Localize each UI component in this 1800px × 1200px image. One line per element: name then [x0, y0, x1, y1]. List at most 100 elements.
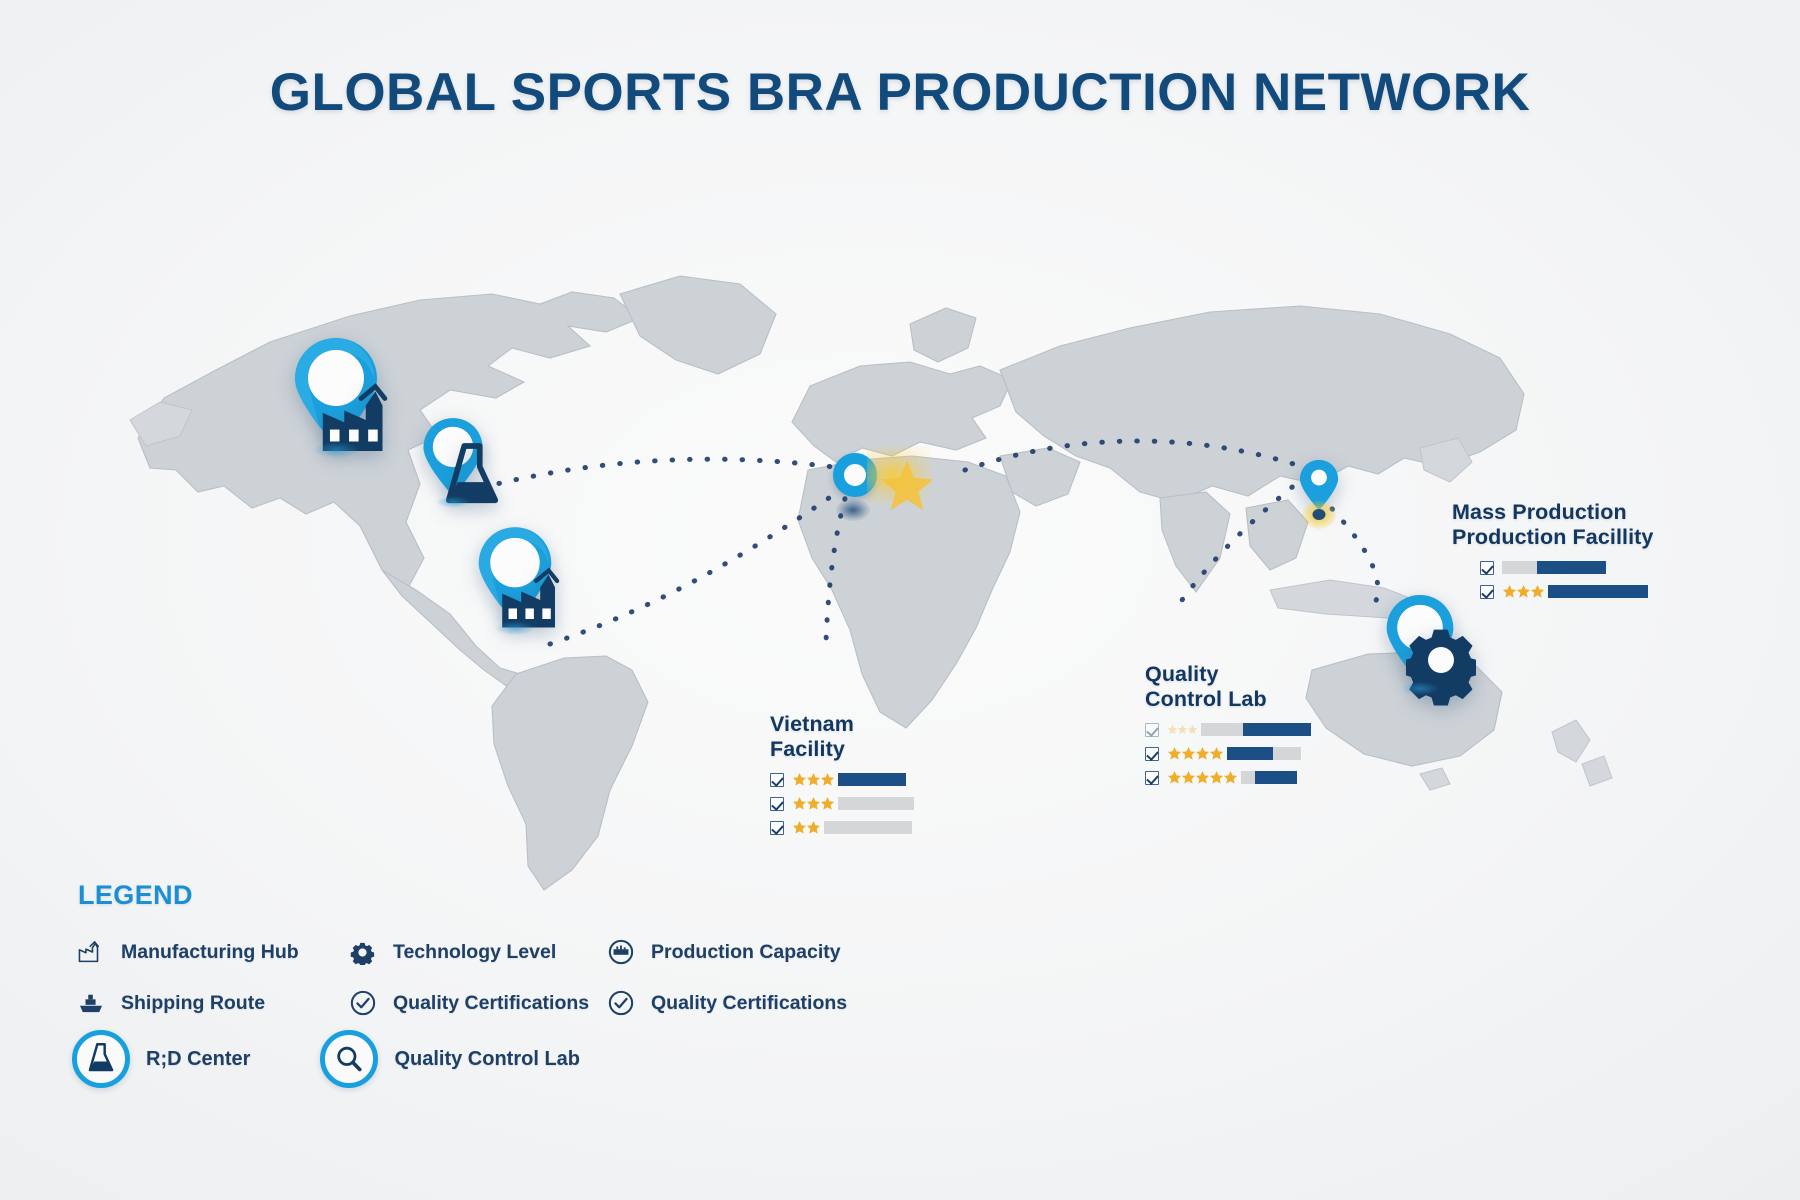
checkbox-icon[interactable]: [770, 820, 784, 835]
progress-bar: [1241, 771, 1297, 784]
legend-item-quality-control-lab[interactable]: Quality Control Lab: [320, 1030, 580, 1088]
star-icon: [1167, 724, 1178, 734]
checkbox-icon[interactable]: [1480, 584, 1494, 599]
marker-south-america-manufacturing-hub[interactable]: [477, 525, 560, 635]
marker-east-asia-facility[interactable]: [1299, 457, 1339, 529]
capacity-icon: [608, 939, 634, 965]
gear-icon: [350, 940, 380, 965]
checkbox-icon[interactable]: [1145, 770, 1159, 785]
marker-north-america-manufacturing-hub[interactable]: [293, 336, 388, 458]
legend-item-quality-certifications[interactable]: Quality Certifications: [608, 990, 998, 1016]
legend-item-label: Technology Level: [393, 940, 557, 963]
legend-heading: LEGEND: [78, 880, 193, 910]
panel-title: Mass Production Production Facillity: [1452, 500, 1654, 549]
world-map-svg: [129, 275, 1613, 891]
panel-metric-row: [770, 795, 914, 812]
panel-title: Vietnam Facility: [770, 712, 854, 761]
star-icon: [1187, 724, 1198, 734]
legend-item-label: Production Capacity: [651, 940, 841, 963]
magnifier-icon: [320, 1030, 379, 1088]
check-circle-icon: [350, 990, 376, 1016]
page-title: GLOBAL SPORTS BRA PRODUCTION NETWORK: [269, 63, 1531, 122]
star-rating: [1167, 770, 1238, 785]
check-circle-icon: [350, 990, 380, 1016]
star-rating: [792, 796, 835, 811]
legend-item-production-capacity[interactable]: Production Capacity: [608, 939, 998, 965]
check-circle-icon: [608, 990, 638, 1016]
factory-icon: [322, 383, 388, 452]
star-icon: [1530, 585, 1545, 598]
star-icon: [1167, 771, 1182, 784]
legend-item-r-d-center[interactable]: R;D Center: [72, 1030, 250, 1088]
star-icon: [806, 821, 821, 834]
legend-item-technology-level[interactable]: Technology Level: [350, 939, 608, 965]
progress-bar: [1548, 585, 1648, 598]
star-icon: [1195, 747, 1210, 760]
star-icon: [1177, 724, 1188, 734]
checkbox-icon[interactable]: [1145, 722, 1159, 737]
route-eastasia-india: [1179, 473, 1309, 603]
legend: LEGEND Manufacturing Hub Technology Level…: [78, 880, 998, 1016]
legend-item-label: Quality Certifications: [393, 991, 590, 1014]
progress-bar-fill: [1242, 723, 1311, 736]
pin-shadow: [1401, 682, 1439, 695]
pin-shadow: [495, 621, 535, 635]
progress-bar-fill: [1537, 561, 1606, 574]
panel-title: Quality Control Lab: [1145, 662, 1267, 711]
marker-australia-technology-center[interactable]: [1385, 593, 1476, 706]
legend-item-label: R;D Center: [146, 1047, 251, 1070]
progress-bar: [824, 821, 912, 834]
legend-item-shipping-route[interactable]: Shipping Route: [78, 990, 350, 1016]
pin-shadow: [436, 496, 470, 508]
pin-shadow: [313, 442, 359, 458]
progress-bar: [838, 797, 914, 810]
legend-item-manufacturing-hub[interactable]: Manufacturing Hub: [78, 939, 350, 965]
panel-metric-row: [1480, 583, 1654, 600]
progress-bar: [1502, 561, 1606, 574]
legend-bottom-row: R;D Center Quality Control Lab: [72, 1030, 580, 1088]
progress-bar-fill: [1548, 585, 1648, 598]
checkbox-icon[interactable]: [1145, 746, 1159, 761]
star-glow: [867, 447, 934, 511]
magnifier-icon: [337, 1046, 362, 1072]
progress-bar: [1227, 747, 1301, 760]
progress-bar-fill: [1255, 771, 1297, 784]
checkbox-icon[interactable]: [770, 796, 784, 811]
progress-bar-fill: [1227, 747, 1273, 760]
flask-icon: [72, 1030, 130, 1088]
route-casia-eastasia: [962, 438, 1303, 473]
star-rating: [1502, 584, 1545, 599]
star-rating: [1167, 746, 1224, 761]
star-icon: [1209, 771, 1224, 784]
star-rating: [792, 772, 835, 787]
gear-icon: [350, 942, 375, 965]
pin-base-glow: [836, 499, 870, 521]
star-icon: [1181, 771, 1196, 784]
panel-rows: [1145, 721, 1311, 786]
marker-usa-rd-center[interactable]: [422, 416, 499, 508]
factory-icon: [78, 940, 108, 964]
world-map: [120, 270, 1680, 910]
star-icon: [792, 797, 807, 810]
map-pin-shape: [1299, 459, 1339, 511]
legend-grid: Manufacturing Hub Technology Level Product…: [78, 939, 998, 1016]
star-icon: [1516, 585, 1531, 598]
ship-icon: [80, 994, 102, 1013]
checkbox-icon[interactable]: [770, 772, 784, 787]
star-icon: [792, 821, 807, 834]
star-icon: [1167, 747, 1182, 760]
legend-item-label: Quality Certifications: [651, 991, 848, 1014]
star-icon: [792, 773, 807, 786]
star-icon: [1181, 747, 1196, 760]
checkbox-icon[interactable]: [1480, 560, 1494, 575]
panel-metric-row: [1145, 721, 1311, 738]
panel-mass-production-facility: Mass Production Production Facillity: [1452, 500, 1654, 607]
marker-morocco-hub[interactable]: [833, 447, 934, 521]
legend-item-quality-certifications[interactable]: Quality Certifications: [350, 990, 608, 1016]
panel-rows: [770, 771, 914, 836]
check-circle-icon: [608, 990, 634, 1016]
landmasses: [129, 275, 1613, 891]
star-rating: [792, 820, 821, 835]
legend-item-label: Manufacturing Hub: [121, 940, 299, 963]
panel-metric-row: [1480, 559, 1654, 576]
